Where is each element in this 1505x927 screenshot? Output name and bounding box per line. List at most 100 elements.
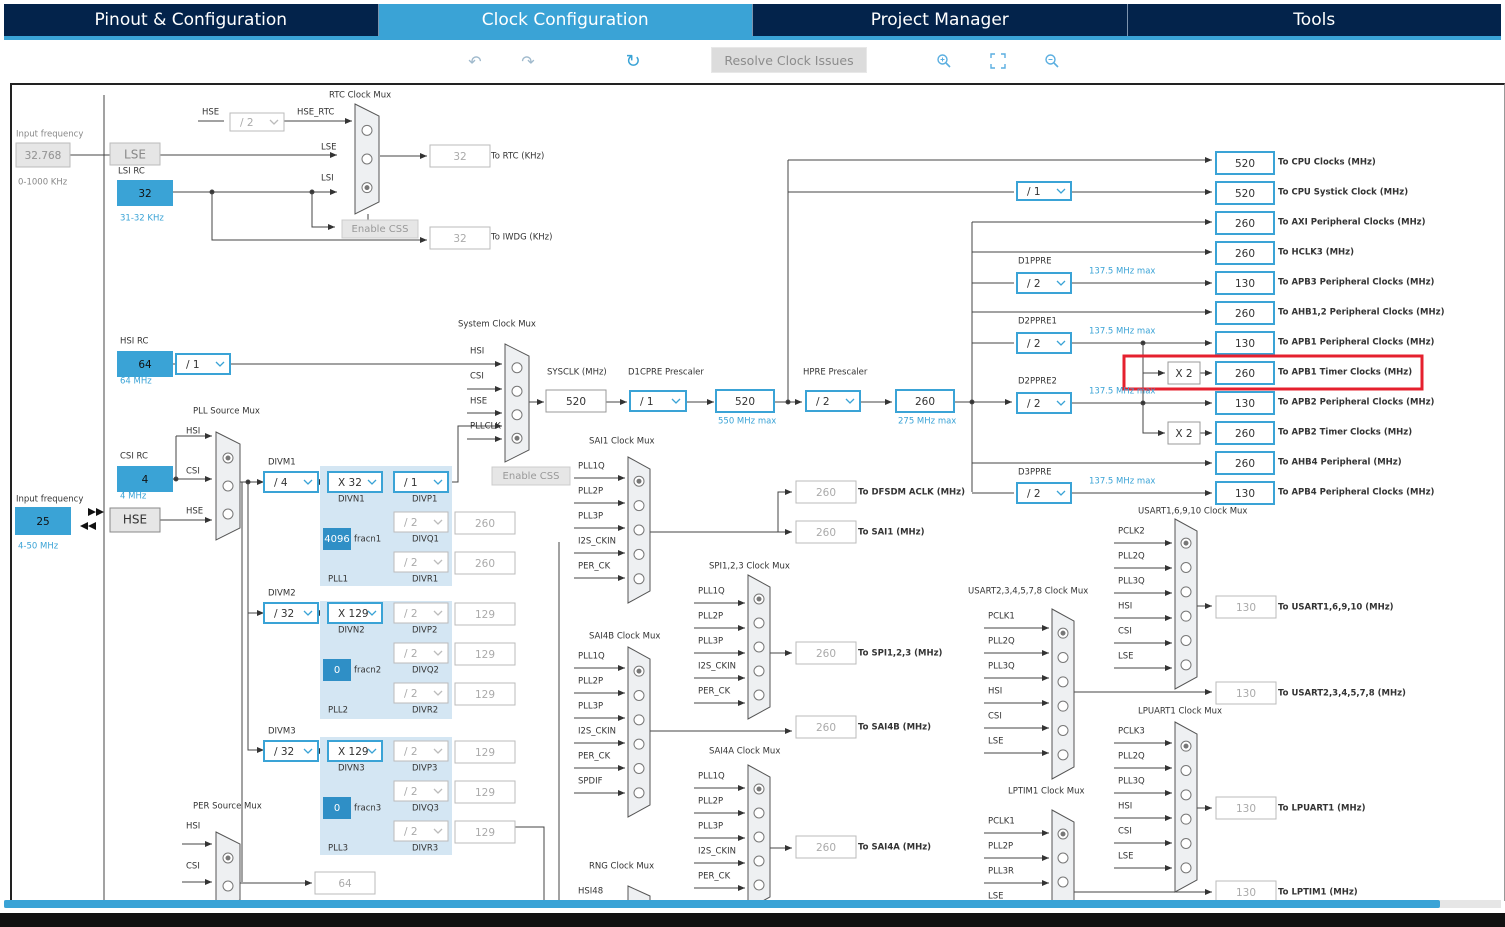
d2ppre1-label: D2PPRE1: [1018, 317, 1057, 327]
mux-radio[interactable]: [753, 831, 765, 843]
mux-radio[interactable]: [633, 524, 645, 536]
mux-radio[interactable]: [1057, 652, 1069, 663]
pll3-divp-select-value: / 2: [404, 746, 418, 758]
rtc-enable-css-button[interactable]: [341, 219, 419, 239]
pll3-divq-select[interactable]: [393, 780, 449, 802]
pll2-divm-select[interactable]: [263, 602, 319, 624]
mux-radio[interactable]: [1180, 789, 1192, 801]
pll1-divm-select[interactable]: [263, 471, 319, 493]
d2ppre2-select[interactable]: [1016, 392, 1072, 414]
mux-radio[interactable]: [753, 641, 765, 653]
mux-radio[interactable]: [1180, 813, 1192, 825]
mux-radio[interactable]: [753, 855, 765, 867]
mux-radio[interactable]: [1057, 749, 1069, 761]
pll1-divp-select[interactable]: [393, 471, 449, 493]
mux-radio[interactable]: [753, 617, 765, 629]
rtc-hse-divider-select[interactable]: [229, 112, 285, 132]
mux-radio[interactable]: [1057, 852, 1069, 864]
pll3-divn-select[interactable]: [327, 740, 383, 762]
hsi-rc-value[interactable]: [117, 351, 173, 377]
mux-radio[interactable]: [1180, 586, 1192, 598]
mux-radio[interactable]: [1180, 862, 1192, 874]
apb1-timer-multiplier[interactable]: [1167, 361, 1201, 385]
undo-icon[interactable]: ↶: [468, 51, 482, 71]
pll3-divr-select[interactable]: [393, 820, 449, 842]
pll2-divr-select[interactable]: [393, 682, 449, 704]
sysclk-value[interactable]: [545, 389, 607, 413]
mux-radio[interactable]: [1180, 765, 1192, 776]
mux-radio[interactable]: [633, 738, 645, 750]
mux-radio[interactable]: [753, 665, 765, 677]
csi-rc-value[interactable]: [117, 466, 173, 492]
systick-divider-select[interactable]: [1016, 181, 1072, 201]
mux-radio[interactable]: [1180, 838, 1192, 849]
mux-radio[interactable]: [633, 548, 645, 560]
pll2-fracn-input[interactable]: [323, 659, 351, 681]
tab-tools[interactable]: Tools: [1293, 10, 1336, 30]
mux-radio[interactable]: [1180, 659, 1192, 671]
d2ppre1-select[interactable]: [1016, 332, 1072, 354]
pll2-divn-select[interactable]: [327, 602, 383, 624]
mux-radio[interactable]: [222, 480, 234, 492]
pll3-r-output: [454, 820, 516, 844]
zoom-out-icon[interactable]: [1041, 50, 1063, 72]
pll1-divr-select[interactable]: [393, 551, 449, 573]
mux-radio[interactable]: [511, 362, 523, 374]
pll1-divn-label: DIVN1: [338, 495, 365, 505]
mux-radio[interactable]: [633, 763, 645, 774]
d1ppre-select-value: / 2: [1027, 278, 1041, 290]
sysmux-in-hse: HSE: [470, 397, 487, 407]
hpre-select[interactable]: [805, 390, 861, 412]
hse-frequency-input[interactable]: [15, 507, 71, 535]
sys-enable-css-button[interactable]: [491, 466, 571, 486]
mux-radio[interactable]: [1057, 876, 1069, 888]
mux-radio[interactable]: [361, 153, 373, 165]
resolve-clock-issues-button[interactable]: Resolve Clock Issues: [711, 47, 867, 73]
sai4b-input-1: PLL2P: [578, 677, 603, 687]
lsi-rc-value[interactable]: [117, 180, 173, 206]
tab-clock-configuration[interactable]: Clock Configuration: [378, 4, 753, 36]
mux-radio[interactable]: [753, 879, 765, 891]
hsi-divider-select-value: / 1: [186, 359, 200, 371]
mux-radio[interactable]: [1180, 562, 1192, 573]
pll1-divq-select[interactable]: [393, 511, 449, 533]
pll2-divq-select[interactable]: [393, 642, 449, 664]
mux-radio[interactable]: [633, 690, 645, 701]
mux-radio[interactable]: [511, 385, 523, 397]
fit-screen-icon[interactable]: [987, 50, 1009, 72]
mux-radio[interactable]: [222, 880, 234, 892]
mux-radio[interactable]: [753, 807, 765, 819]
mux-radio[interactable]: [1057, 725, 1069, 736]
pll3-divm-select[interactable]: [263, 740, 319, 762]
d1cpre-select[interactable]: [629, 390, 687, 412]
mux-radio[interactable]: [1057, 700, 1069, 712]
tab-pinout-configuration[interactable]: Pinout & Configuration: [4, 4, 379, 36]
mux-radio[interactable]: [222, 508, 234, 520]
mux-radio[interactable]: [753, 689, 765, 701]
csi-rc-label: CSI RC: [120, 452, 148, 462]
pll3-divp-select[interactable]: [393, 740, 449, 762]
mux-radio[interactable]: [1057, 676, 1069, 688]
pll3-fracn-input[interactable]: [323, 797, 351, 819]
horizontal-scrollbar-thumb[interactable]: [4, 900, 1440, 908]
pll1-fracn-input[interactable]: [323, 528, 351, 550]
pll1-divn-select[interactable]: [327, 471, 383, 493]
mux-radio[interactable]: [633, 787, 645, 799]
usart2-input-4: CSI: [988, 712, 1002, 722]
refresh-icon[interactable]: ↻: [625, 50, 641, 72]
mux-radio[interactable]: [361, 124, 373, 136]
tab-project-manager[interactable]: Project Manager: [753, 4, 1128, 36]
pll2-divp-select[interactable]: [393, 602, 449, 624]
mux-radio[interactable]: [633, 500, 645, 512]
d1ppre-select[interactable]: [1016, 272, 1072, 294]
mux-radio[interactable]: [1180, 635, 1192, 646]
d3ppre-select[interactable]: [1016, 482, 1072, 504]
redo-icon[interactable]: ↷: [521, 51, 535, 71]
mux-radio[interactable]: [633, 714, 645, 726]
mux-radio[interactable]: [511, 409, 523, 421]
hsi-divider-select[interactable]: [175, 353, 231, 375]
zoom-in-icon[interactable]: [933, 50, 955, 72]
apb2-timer-multiplier[interactable]: [1167, 421, 1201, 445]
mux-radio[interactable]: [633, 573, 645, 585]
mux-radio[interactable]: [1180, 610, 1192, 622]
